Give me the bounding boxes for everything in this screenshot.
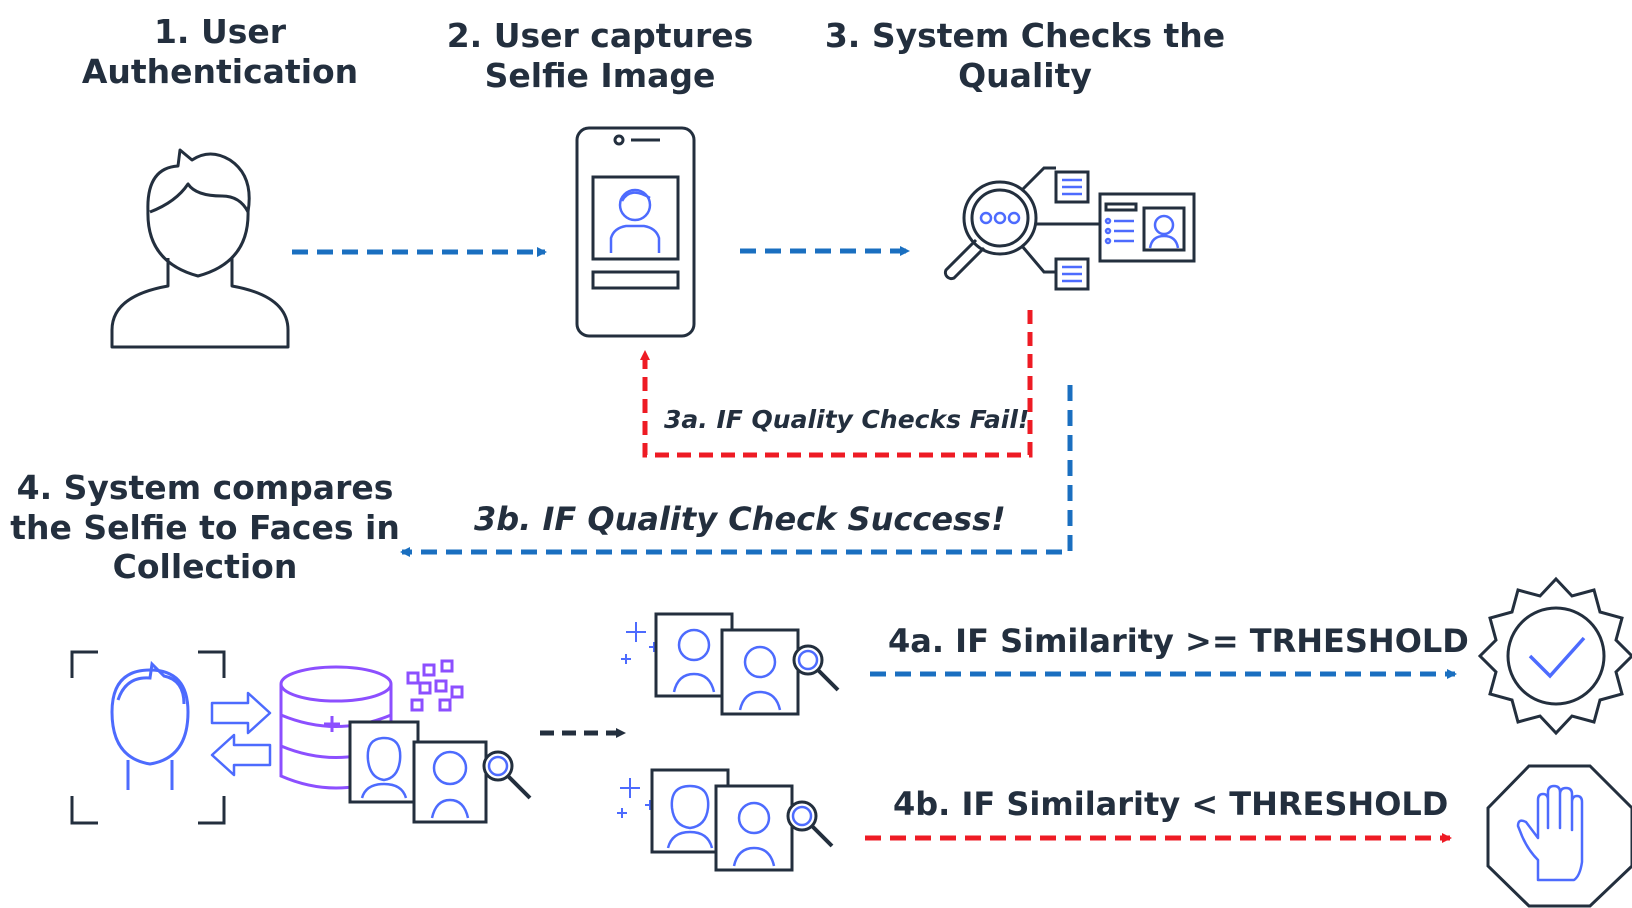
match-approved-icon bbox=[1477, 576, 1632, 736]
arrow-quality-success bbox=[400, 385, 1073, 557]
step1-title-line1: 1. User bbox=[153, 12, 287, 51]
quality-check-accents bbox=[979, 178, 1180, 283]
selfie-face-icon bbox=[609, 188, 661, 253]
edge-label-match: 4a. IF Similarity >= TRHESHOLD bbox=[888, 622, 1469, 660]
step2-title-line1: 2. User captures bbox=[446, 16, 754, 55]
face-scan-icon bbox=[70, 650, 226, 825]
scanned-face-icon bbox=[110, 660, 190, 790]
step4-title-line1: 4. System compares bbox=[16, 468, 394, 507]
nomatch-faces-icon bbox=[617, 768, 834, 872]
step4-title-line2: the Selfie to Faces in bbox=[10, 507, 400, 547]
step1-title: 1. User Authentication bbox=[40, 12, 400, 91]
step3-title-line2: Quality bbox=[958, 55, 1092, 95]
edge-label-fail: 3a. IF Quality Checks Fail! bbox=[664, 405, 1030, 434]
user-icon bbox=[110, 148, 290, 349]
step2-title: 2. User captures Selfie Image bbox=[420, 16, 780, 95]
phone-selfie-icon bbox=[575, 126, 696, 338]
step2-title-line2: Selfie Image bbox=[484, 55, 716, 95]
step4-title: 4. System compares the Selfie to Faces i… bbox=[10, 468, 400, 587]
quality-check-icon bbox=[943, 166, 1196, 291]
edge-label-success: 3b. IF Quality Check Success! bbox=[474, 500, 1006, 538]
match-faces-icon bbox=[621, 612, 840, 716]
sync-arrows-icon bbox=[210, 691, 272, 777]
step1-title-line2: Authentication bbox=[81, 51, 359, 91]
arrow-quality-fail bbox=[640, 310, 1033, 458]
edge-label-nomatch: 4b. IF Similarity < THRESHOLD bbox=[893, 785, 1449, 823]
step3-title-line1: 3. System Checks the bbox=[824, 16, 1226, 55]
stop-hand-icon bbox=[1486, 764, 1632, 908]
step3-title: 3. System Checks the Quality bbox=[800, 16, 1250, 95]
step4-title-line3: Collection bbox=[112, 547, 298, 587]
collection-faces-icon bbox=[348, 720, 532, 824]
